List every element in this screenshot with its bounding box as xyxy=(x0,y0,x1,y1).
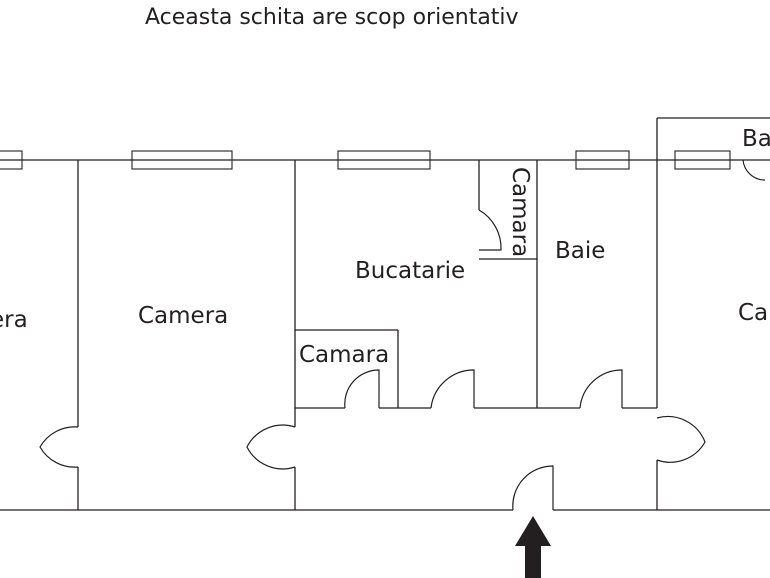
room-label-baie-right: Ba xyxy=(742,126,770,152)
room-label-camera-left: era xyxy=(0,307,28,333)
door-swing xyxy=(579,369,623,409)
room-label-baie: Baie xyxy=(555,238,605,264)
door-swing xyxy=(246,424,296,470)
door-swing xyxy=(656,415,706,463)
door-swing xyxy=(430,369,475,409)
door-swing xyxy=(478,209,502,251)
doors xyxy=(39,159,766,511)
entrance-arrow-icon xyxy=(515,516,551,578)
room-label-camara-vertical: Camara xyxy=(507,167,533,257)
room-label-camera: Camera xyxy=(138,303,228,329)
disclaimer-note: Aceasta schita are scop orientativ xyxy=(145,5,519,30)
room-label-bucatarie: Bucatarie xyxy=(355,258,465,284)
door-swing xyxy=(344,369,380,409)
walls xyxy=(0,117,770,515)
room-label-camara: Camara xyxy=(299,342,389,368)
windows xyxy=(0,150,731,170)
entrance-door xyxy=(512,465,554,511)
door-swing xyxy=(39,426,79,468)
door-swing xyxy=(742,159,766,181)
room-label-camera-right: Ca xyxy=(738,300,768,326)
